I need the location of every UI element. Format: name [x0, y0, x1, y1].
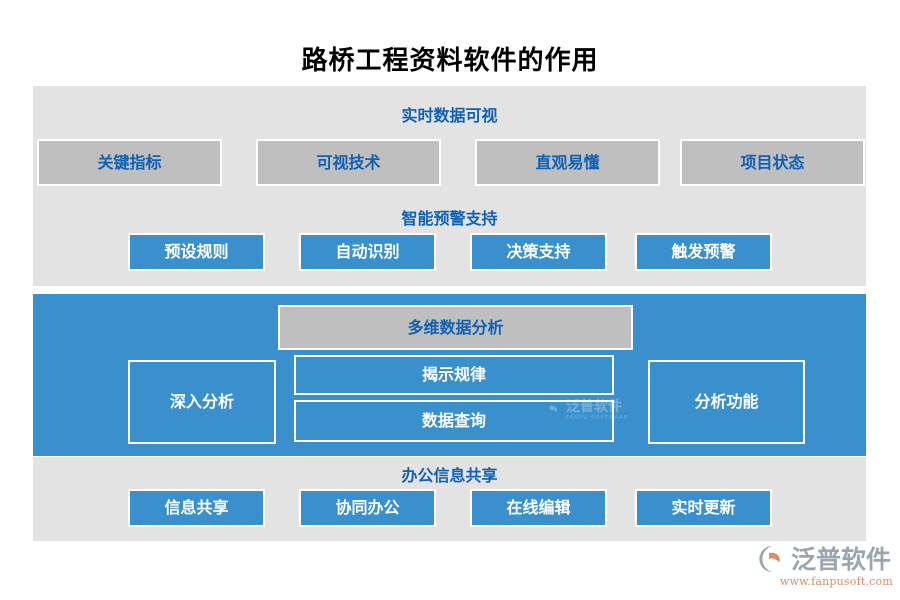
section-heading-intelligent-warning-support: 智能预警支持	[401, 209, 498, 228]
node-online-editing[interactable]: 在线编辑	[470, 489, 607, 527]
node-intuitive-understanding[interactable]: 直观易懂	[475, 139, 660, 186]
node-collaborative-office[interactable]: 协同办公	[299, 489, 436, 527]
brand-url: www.fanpusoft.com	[779, 575, 893, 588]
node-reveal-patterns[interactable]: 揭示规律	[294, 355, 614, 395]
node-preset-rules[interactable]: 预设规则	[128, 233, 265, 271]
node-information-sharing[interactable]: 信息共享	[128, 489, 265, 527]
node-project-status[interactable]: 项目状态	[680, 139, 865, 186]
brand-logo: 泛普软件 www.fanpusoft.com	[757, 540, 893, 592]
node-realtime-update[interactable]: 实时更新	[635, 489, 772, 527]
section-heading-office-information-sharing: 办公信息共享	[401, 466, 498, 485]
node-trigger-warning[interactable]: 触发预警	[635, 233, 772, 271]
node-deep-analysis[interactable]: 深入分析	[128, 360, 276, 444]
brand-swirl-icon	[759, 545, 780, 573]
node-multidimensional-data-analysis[interactable]: 多维数据分析	[278, 305, 633, 350]
section-heading-realtime-data-visual: 实时数据可视	[401, 106, 498, 125]
section-multidimensional-data-analysis: 多维数据分析 深入分析 揭示规律 数据查询 分析功能 泛普软件 FANPU SO…	[33, 294, 866, 456]
section-office-information-sharing: 办公信息共享 信息共享 协同办公 在线编辑 实时更新	[33, 457, 866, 541]
node-data-query[interactable]: 数据查询	[294, 400, 614, 442]
brand-name: 泛普软件	[791, 544, 892, 574]
node-decision-support[interactable]: 决策支持	[470, 233, 607, 271]
section-intelligent-warning-support: 智能预警支持 预设规则 自动识别 决策支持 触发预警	[33, 199, 866, 286]
node-key-indicator[interactable]: 关键指标	[37, 139, 222, 186]
page-title: 路桥工程资料软件的作用	[301, 46, 599, 76]
node-visual-technology[interactable]: 可视技术	[256, 139, 441, 186]
node-analysis-function[interactable]: 分析功能	[648, 360, 805, 444]
node-auto-identification[interactable]: 自动识别	[299, 233, 436, 271]
section-realtime-data-visual: 实时数据可视 关键指标 可视技术 直观易懂 项目状态	[33, 86, 866, 199]
